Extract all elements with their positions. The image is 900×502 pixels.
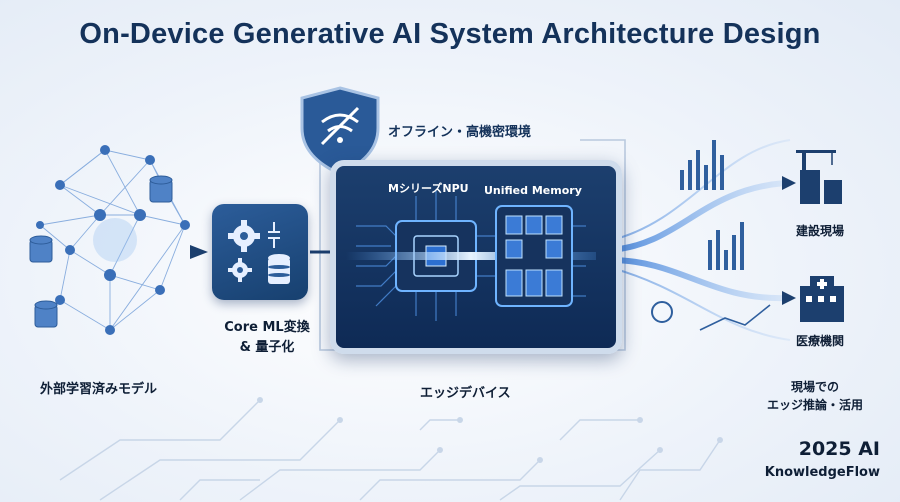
bar-chart-icon <box>680 140 744 270</box>
data-stream <box>609 139 791 341</box>
hospital-icon <box>800 276 844 322</box>
memory-icon <box>495 205 573 307</box>
coreml-label-line2: & 量子化 <box>239 340 295 355</box>
usage-label-line1: 現場での <box>790 380 839 394</box>
edge-device <box>330 160 622 354</box>
arrow-icon <box>190 245 208 259</box>
memory-label: Unified Memory <box>484 184 582 197</box>
offline-boundary <box>319 130 626 351</box>
npu-label: MシリーズNPU <box>388 182 469 195</box>
circuit-traces <box>59 399 721 501</box>
database-icon <box>268 254 290 284</box>
medical-label: 医療機関 <box>796 334 845 348</box>
coreml-label: Core ML変換 & 量子化 <box>212 318 322 358</box>
usage-label: 現場での エッジ推論・活用 <box>740 378 890 414</box>
crane-building-icon <box>796 150 842 204</box>
device-internals <box>346 191 596 321</box>
brand-year: 2025 AI <box>798 438 880 460</box>
brand-name: KnowledgeFlow <box>764 465 880 480</box>
model-label: 外部学習済みモデル <box>40 382 158 397</box>
page-title: On-Device Generative AI System Architect… <box>79 18 821 50</box>
usage-label-line2: エッジ推論・活用 <box>766 398 863 412</box>
construction-label: 建設現場 <box>796 224 845 238</box>
database-icon <box>29 175 173 328</box>
gear-icon <box>228 220 290 284</box>
offline-label: オフライン・高機密環境 <box>388 125 532 140</box>
coreml-conversion-box <box>212 204 308 300</box>
edge-device-label: エッジデバイス <box>420 386 511 401</box>
coreml-label-line1: Core ML変換 <box>224 320 310 335</box>
neural-network-icon <box>39 149 186 331</box>
